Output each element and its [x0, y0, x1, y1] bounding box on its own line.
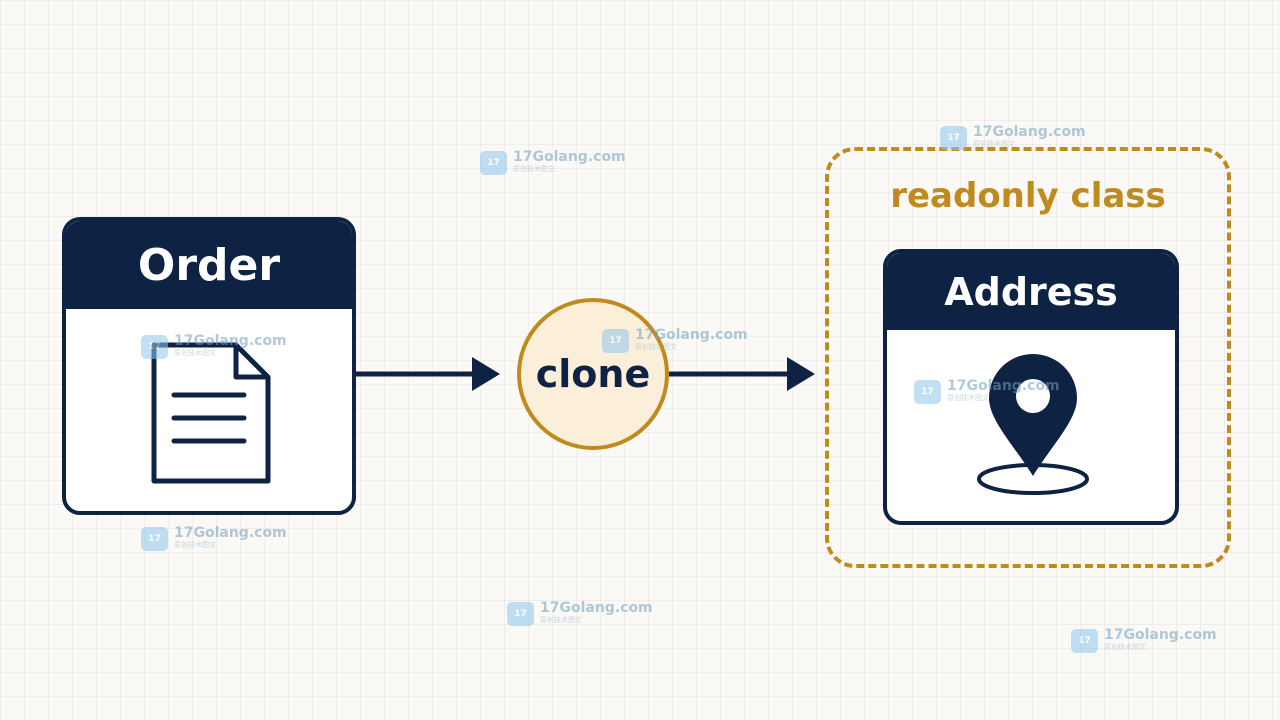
watermark-6: 17 17Golang.com 原创技术图文	[141, 525, 287, 551]
document-icon	[151, 342, 271, 484]
watermark-2: 17 17Golang.com 原创技术图文	[940, 124, 1086, 150]
address-title: Address	[944, 269, 1118, 314]
clone-node: clone	[517, 298, 669, 450]
watermark-7: 17 17Golang.com 原创技术图文	[507, 600, 653, 626]
watermark-logo-icon: 17	[141, 335, 168, 359]
order-card: Order	[62, 217, 356, 515]
clone-label: clone	[535, 352, 651, 396]
address-card: Address	[883, 249, 1179, 525]
readonly-class-label: readonly class	[890, 176, 1166, 216]
watermark-3: 17 17Golang.com 原创技术图文	[141, 333, 287, 359]
watermark-1: 17 17Golang.com 原创技术图文	[480, 149, 626, 175]
arrow-order-to-clone	[356, 357, 500, 391]
watermark-4: 17 17Golang.com 原创技术图文	[602, 327, 748, 353]
location-pin-icon	[977, 354, 1089, 495]
watermark-logo-icon: 17	[1071, 629, 1098, 653]
watermark-logo-icon: 17	[602, 329, 629, 353]
watermark-logo-icon: 17	[914, 380, 941, 404]
watermark-8: 17 17Golang.com 原创技术图文	[1071, 627, 1217, 653]
watermark-5: 17 17Golang.com 原创技术图文	[914, 378, 1060, 404]
address-card-header: Address	[887, 253, 1175, 330]
arrow-clone-to-address	[669, 357, 815, 391]
watermark-logo-icon: 17	[141, 527, 168, 551]
order-card-header: Order	[66, 221, 352, 309]
watermark-logo-icon: 17	[480, 151, 507, 175]
readonly-class-region	[825, 147, 1231, 568]
watermark-logo-icon: 17	[507, 602, 534, 626]
order-title: Order	[137, 239, 281, 291]
watermark-logo-icon: 17	[940, 126, 967, 150]
